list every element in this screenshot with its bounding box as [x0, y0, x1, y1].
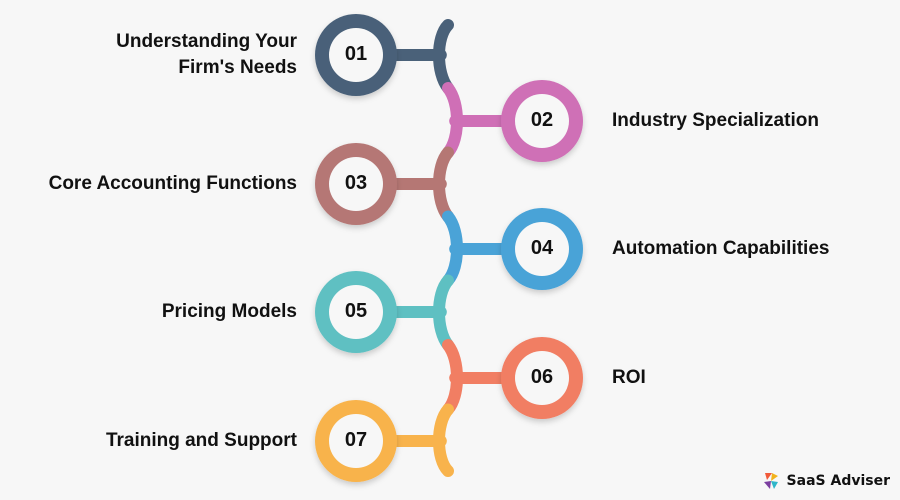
connector-curves [387, 19, 511, 477]
step-label-line: Understanding Your [116, 31, 297, 52]
ring-inner [329, 285, 383, 339]
step-number-07: 07 [344, 429, 368, 451]
step-ring-03 [315, 143, 397, 225]
saas-adviser-logo-icon [763, 473, 778, 489]
step-ring-05 [315, 271, 397, 353]
step-label-07: Training and Support [106, 428, 297, 454]
ring-inner [515, 222, 569, 276]
step-ring-01 [315, 14, 397, 96]
step-label-03: Core Accounting Functions [49, 171, 297, 197]
step-label-line: Automation Capabilities [612, 238, 830, 259]
ring-inner [515, 94, 569, 148]
step-number-06: 06 [530, 366, 554, 388]
step-number-04: 04 [530, 237, 554, 259]
step-ring-07 [315, 400, 397, 482]
step-label-line: Training and Support [105, 430, 297, 451]
step-rings [315, 14, 583, 482]
ring-inner [329, 414, 383, 468]
brand-logo: SaaS Adviser [761, 471, 890, 491]
step-label-02: Industry Specialization [612, 108, 819, 134]
step-ring-02 [501, 80, 583, 162]
step-label-04: Automation Capabilities [612, 236, 829, 262]
step-label-line: Core Accounting Functions [48, 173, 297, 194]
step-number-02: 02 [530, 109, 554, 131]
step-number-05: 05 [344, 300, 368, 322]
step-label-line: Industry Specialization [612, 110, 819, 131]
step-label-05: Pricing Models [162, 299, 297, 325]
step-ring-06 [501, 337, 583, 419]
step-label-line: Firm's Needs [178, 57, 297, 78]
step-ring-04 [501, 208, 583, 290]
ring-inner [329, 157, 383, 211]
ring-inner [515, 351, 569, 405]
step-number-01: 01 [344, 43, 368, 65]
step-label-line: Pricing Models [161, 301, 297, 322]
step-number-03: 03 [344, 172, 368, 194]
step-label-line: ROI [612, 367, 646, 388]
step-label-06: ROI [612, 365, 646, 391]
ring-inner [329, 28, 383, 82]
brand-name: SaaS Adviser [786, 473, 890, 489]
